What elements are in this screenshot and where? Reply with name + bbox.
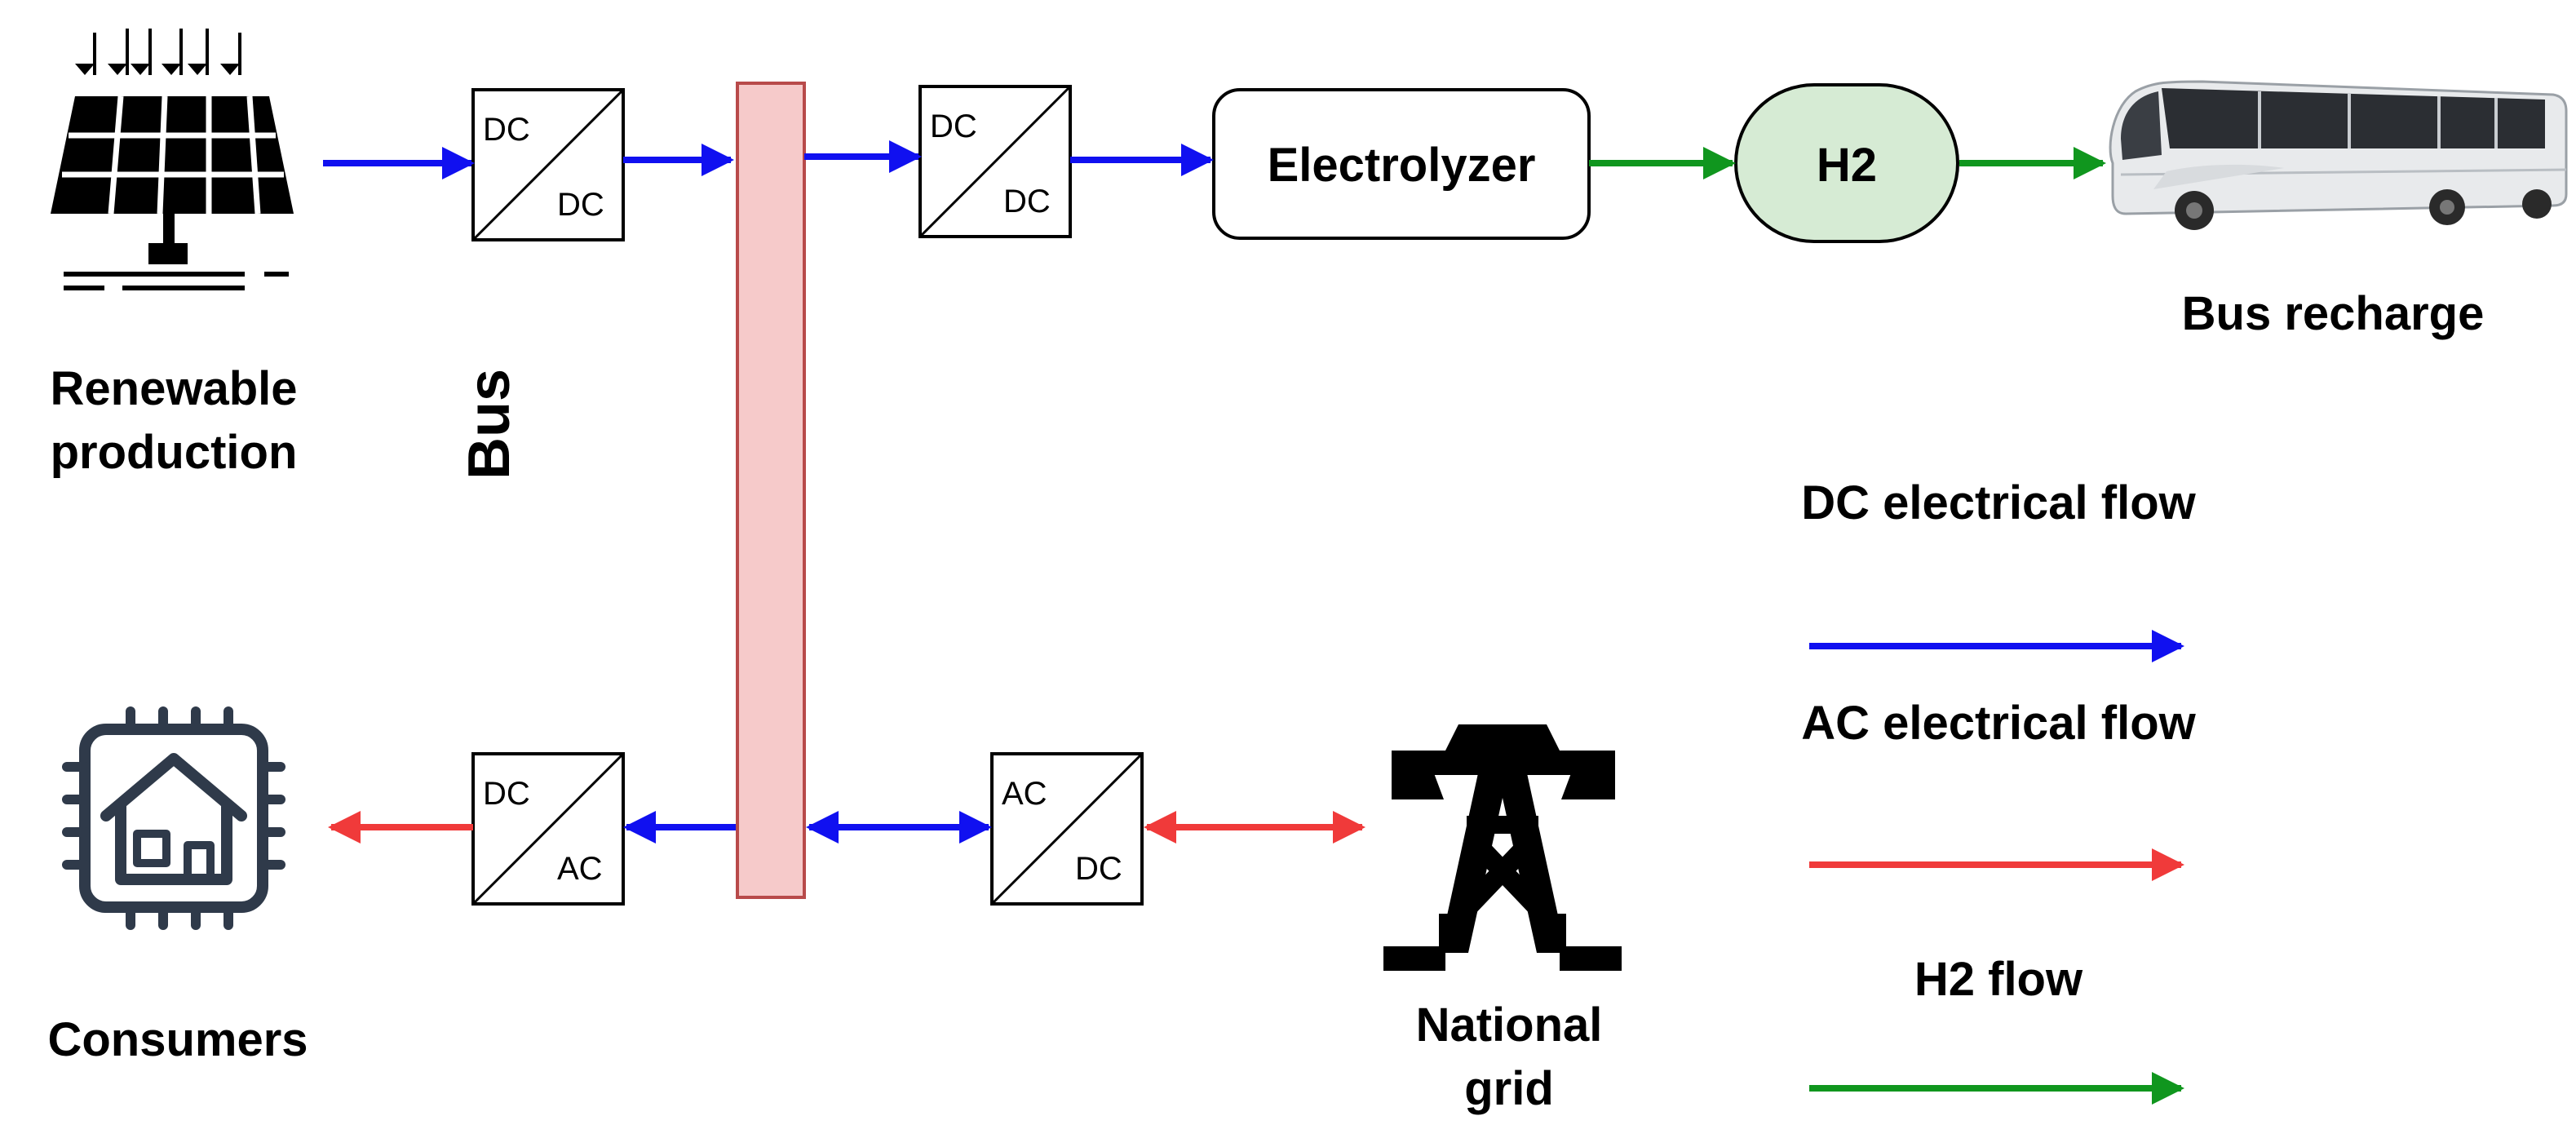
renewable-production-label: Renewable production xyxy=(50,362,298,480)
converter-top-label: DC xyxy=(483,776,530,812)
bus-vehicle-image xyxy=(2109,80,2568,230)
converter-bottom-label: DC xyxy=(1003,184,1051,219)
converter-bottom-label: AC xyxy=(557,851,603,887)
national-grid-label: National grid xyxy=(1415,999,1603,1116)
house-consumers-icon xyxy=(62,706,285,930)
converter-top-label: AC xyxy=(1002,776,1047,812)
converter-bottom-label: DC xyxy=(1075,851,1122,887)
legend-ac-label: AC electrical flow xyxy=(1801,697,2196,750)
dc-ac-converter-consumers: DC AC xyxy=(471,752,625,906)
converter-bottom-label: DC xyxy=(557,187,604,223)
converter-top-label: DC xyxy=(930,108,977,144)
bus-bar xyxy=(736,82,806,899)
bus-recharge-label: Bus recharge xyxy=(2181,287,2485,340)
power-pylon-icon xyxy=(1383,724,1622,971)
h2-storage-node: H2 xyxy=(1734,83,1959,243)
bus-label: Bus xyxy=(457,368,522,480)
ac-dc-converter-grid: AC DC xyxy=(990,752,1144,906)
legend-dc-label: DC electrical flow xyxy=(1801,476,2196,529)
dc-dc-converter-pv: DC DC xyxy=(471,88,625,241)
legend-h2-label: H2 flow xyxy=(1914,953,2083,1006)
h2-storage-label: H2 xyxy=(1817,139,1877,192)
solar-panel-icon xyxy=(51,29,294,290)
consumers-label: Consumers xyxy=(47,1013,308,1066)
electrolyzer-node: Electrolyzer xyxy=(1212,88,1591,240)
electrolyzer-label: Electrolyzer xyxy=(1268,139,1536,192)
converter-top-label: DC xyxy=(483,112,530,148)
dc-dc-converter-electrolyzer: DC DC xyxy=(918,85,1072,238)
